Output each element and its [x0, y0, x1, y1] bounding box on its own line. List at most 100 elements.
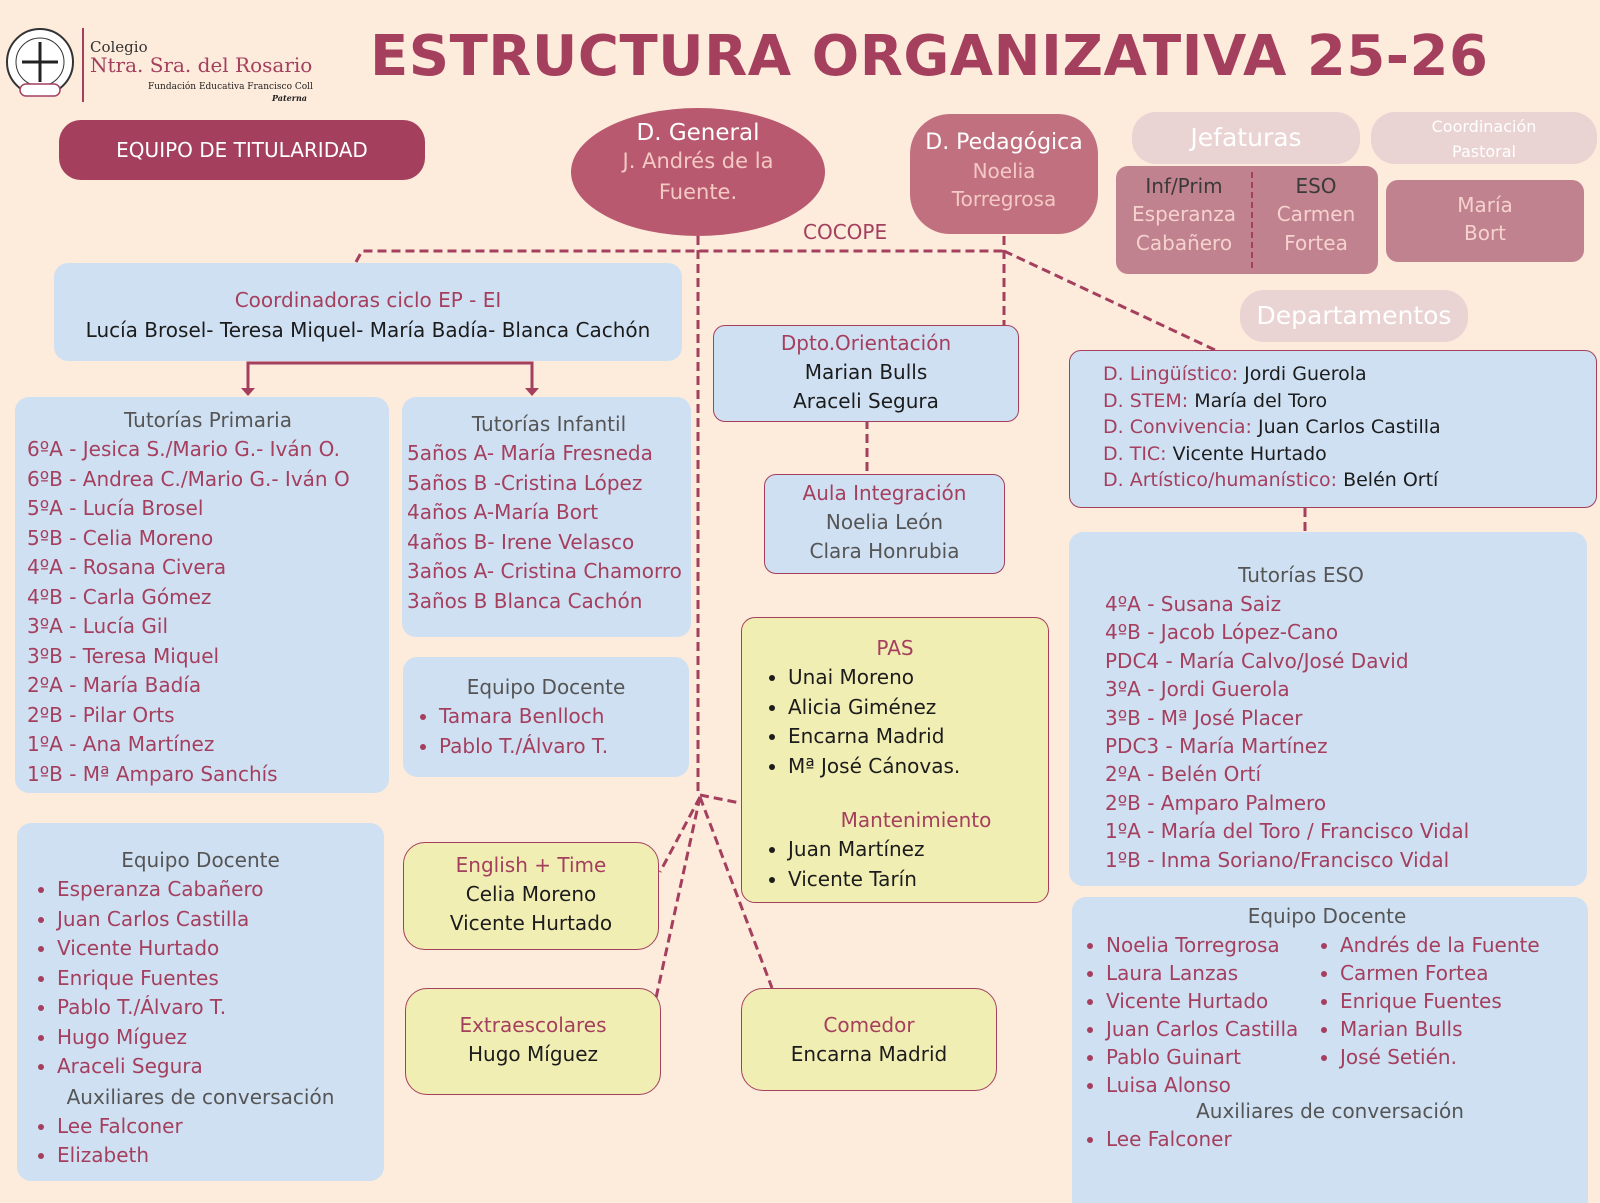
- pastoral-name: María Bort: [1457, 193, 1513, 245]
- school-small-label: Colegio: [90, 38, 148, 56]
- list-item: Noelia Torregrosa: [1106, 931, 1326, 959]
- jefatura-eso: ESO Carmen Fortea: [1256, 172, 1376, 258]
- list-item: Pablo T./Álvaro T.: [57, 993, 384, 1023]
- departamento-item: D. Lingüístico: Jordi Guerola: [1103, 361, 1596, 388]
- list-item: 5ºB - Celia Moreno: [27, 525, 214, 550]
- extraescolares-name: Hugo Míguez: [468, 1042, 598, 1066]
- list-item: 4años A-María Bort: [407, 500, 599, 524]
- list-item: Lee Falconer: [57, 1112, 384, 1142]
- list-item: 3años A- Cristina Chamorro: [407, 559, 682, 583]
- tutorias-primaria-list: 6ºA - Jesica S./Mario G.- Iván O. 6ºB - …: [27, 435, 389, 789]
- english-time-box: English + Time Celia Moreno Vicente Hurt…: [403, 842, 659, 950]
- titularidad-button[interactable]: EQUIPO DE TITULARIDAD: [59, 120, 425, 180]
- list-item: 2ºB - Amparo Palmero: [1105, 790, 1327, 815]
- jefatura-infprim-name: Esperanza Cabañero: [1132, 202, 1236, 255]
- jefatura-eso-title: ESO: [1295, 174, 1337, 198]
- equipo-primaria-aux-list: Lee Falconer Elizabeth: [31, 1112, 384, 1171]
- direccion-general-name: J. Andrés de la Fuente.: [622, 149, 774, 204]
- departamentos-box: D. Lingüístico: Jordi Guerola D. STEM: M…: [1069, 350, 1597, 508]
- list-item: Andrés de la Fuente: [1340, 931, 1580, 959]
- departamento-label: D. Lingüístico:: [1103, 363, 1239, 385]
- equipo-eso-aux-list: Lee Falconer: [1086, 1125, 1386, 1153]
- pas-title: PAS: [876, 636, 914, 660]
- list-item: Araceli Segura: [57, 1052, 384, 1082]
- english-time-name: Vicente Hurtado: [449, 911, 613, 935]
- list-item: Vicente Hurtado: [57, 934, 384, 964]
- list-item: 3ºA - Jordi Guerola: [1105, 677, 1290, 702]
- list-item: Tamara Benlloch: [439, 702, 689, 732]
- list-item: 4ºB - Jacob López-Cano: [1105, 620, 1339, 645]
- foundation-name: Fundación Educativa Francisco Coll: [148, 82, 313, 92]
- equipo-eso-left-list: Noelia Torregrosa Laura Lanzas Vicente H…: [1086, 931, 1326, 1099]
- departamentos-header: Departamentos: [1240, 290, 1468, 342]
- departamento-label: D. Artístico/humanístico:: [1103, 469, 1338, 491]
- tutorias-primaria-box: Tutorías Primaria 6ºA - Jesica S./Mario …: [15, 397, 389, 793]
- list-item: 4ºA - Susana Saiz: [1105, 592, 1282, 616]
- tutorias-infantil-box: Tutorías Infantil 5años A- María Fresned…: [402, 397, 691, 637]
- list-item: Unai Moreno: [788, 663, 1048, 693]
- coordinadoras-box: Coordinadoras ciclo EP - EI Lucía Brosel…: [54, 263, 682, 361]
- pas-box: PAS Unai Moreno Alicia Giménez Encarna M…: [741, 617, 1049, 903]
- list-item: Luisa Alonso: [1106, 1071, 1326, 1099]
- jefatura-infprim-title: Inf/Prim: [1145, 174, 1223, 198]
- list-item: Elizabeth: [57, 1141, 384, 1171]
- equipo-primaria-title: Equipo Docente: [121, 848, 280, 872]
- list-item: PDC3 - María Martínez: [1105, 734, 1328, 759]
- jefatura-eso-name: Carmen Fortea: [1276, 202, 1356, 255]
- departamento-item: D. TIC: Vicente Hurtado: [1103, 441, 1596, 468]
- list-item: José Setién.: [1340, 1043, 1580, 1071]
- direccion-pedagogica-title: D. Pedagógica: [925, 130, 1083, 155]
- aula-integracion-name: Noelia León: [825, 510, 944, 534]
- list-item: 1ºA - Ana Martínez: [27, 732, 215, 756]
- list-item: Pablo Guinart: [1106, 1043, 1326, 1071]
- list-item: Esperanza Cabañero: [57, 875, 384, 905]
- jefaturas-box: Inf/Prim Esperanza Cabañero ESO Carmen F…: [1116, 166, 1378, 274]
- list-item: Vicente Hurtado: [1106, 987, 1326, 1015]
- orientacion-box: Dpto.Orientación Marian Bulls Araceli Se…: [713, 325, 1019, 422]
- orientacion-name: Marian Bulls: [804, 360, 928, 384]
- mantenimiento-list: Juan Martínez Vicente Tarín: [768, 835, 1048, 894]
- list-item: 4años B- Irene Velasco: [407, 529, 635, 554]
- pas-list: Unai Moreno Alicia Giménez Encarna Madri…: [768, 663, 1048, 781]
- list-item: Marian Bulls: [1340, 1015, 1580, 1043]
- list-item: 6ºB - Andrea C./Mario G.- Iván O: [27, 466, 350, 491]
- list-item: Carmen Fortea: [1340, 959, 1580, 987]
- direccion-general-title: D. General: [636, 120, 760, 146]
- tutorias-eso-title: Tutorías ESO: [1238, 563, 1364, 587]
- list-item: 4ºA - Rosana Civera: [27, 555, 227, 579]
- list-item: 6ºA - Jesica S./Mario G.- Iván O.: [27, 437, 340, 461]
- equipo-primaria-box: Equipo Docente Esperanza Cabañero Juan C…: [17, 823, 384, 1181]
- aula-integracion-title: Aula Integración: [802, 481, 967, 505]
- comedor-box: Comedor Encarna Madrid: [741, 988, 997, 1091]
- coordinadoras-title: Coordinadoras ciclo EP - EI: [234, 288, 502, 312]
- equipo-primaria-aux-title: Auxiliares de conversación: [66, 1084, 335, 1109]
- departamento-name: Juan Carlos Castilla: [1257, 416, 1441, 438]
- pastoral-header: Coordinación Pastoral: [1371, 112, 1597, 164]
- departamento-label: D. TIC:: [1103, 442, 1167, 465]
- equipo-eso-right: Andrés de la Fuente Carmen Fortea Enriqu…: [1320, 931, 1580, 1071]
- direccion-pedagogica-name: Noelia Torregrosa: [951, 159, 1057, 211]
- english-time-title: English + Time: [455, 853, 607, 877]
- departamento-item: D. STEM: María del Toro: [1103, 388, 1596, 415]
- list-item: 3ºA - Lucía Gil: [27, 614, 169, 638]
- tutorias-primaria-title: Tutorías Primaria: [123, 408, 292, 432]
- list-item: 3ºB - Teresa Miquel: [27, 643, 220, 668]
- equipo-eso-right-list: Andrés de la Fuente Carmen Fortea Enriqu…: [1320, 931, 1580, 1071]
- page-title: ESTRUCTURA ORGANIZATIVA 25-26: [370, 24, 1489, 89]
- list-item: Vicente Tarín: [788, 865, 1048, 895]
- list-item: Lee Falconer: [1106, 1125, 1386, 1153]
- list-item: 5años B -Cristina López: [407, 470, 643, 495]
- list-item: 2ºA - María Badía: [27, 673, 202, 697]
- departamento-label: D. Convivencia:: [1103, 416, 1252, 438]
- comedor-name: Encarna Madrid: [790, 1042, 948, 1066]
- departamento-name: Belén Ortí: [1343, 469, 1439, 491]
- departamento-name: María del Toro: [1194, 389, 1328, 412]
- orientacion-name: Araceli Segura: [793, 389, 939, 413]
- logo-divider: [82, 28, 84, 102]
- list-item: 2ºB - Pilar Orts: [27, 702, 175, 727]
- list-item: Juan Carlos Castilla: [57, 905, 384, 935]
- jefatura-infprim: Inf/Prim Esperanza Cabañero: [1116, 172, 1252, 258]
- jefaturas-header: Jefaturas: [1132, 112, 1360, 164]
- pastoral-box: María Bort: [1386, 180, 1584, 262]
